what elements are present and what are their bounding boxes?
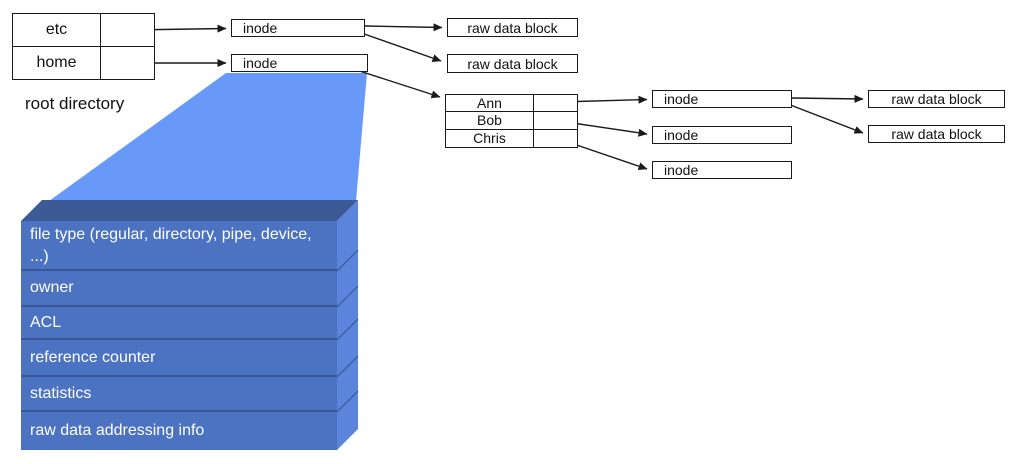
home-entry-name: Bob	[446, 112, 534, 130]
root-entry-pointer-cell	[101, 47, 154, 80]
raw-data-block-2-label: raw data block	[467, 55, 558, 72]
inode-field-statistics: statistics	[21, 377, 337, 412]
inode-field-reference-counter: reference counter	[21, 340, 337, 377]
raw-data-block-3: raw data block	[868, 90, 1005, 108]
home-entry-name: Ann	[446, 95, 534, 113]
root-entry-name: home	[13, 46, 101, 79]
inode-box-home: inode	[231, 54, 368, 72]
inode-detail-box: file type (regular, directory, pipe, dev…	[21, 221, 337, 450]
raw-data-block-2: raw data block	[447, 54, 578, 73]
home-entry-pointer-cell	[534, 130, 577, 147]
raw-data-block-1-label: raw data block	[467, 19, 558, 36]
raw-data-block-3-label: raw data block	[891, 91, 982, 107]
inode-detail-side-face	[337, 200, 358, 450]
inode-box-etc: inode	[231, 19, 365, 37]
inode-field-raw-data-addressing: raw data addressing info	[21, 412, 337, 450]
inode-detail-top-face	[21, 200, 358, 221]
inode-box-bob: inode	[652, 126, 792, 144]
home-entry-name: Chris	[446, 129, 534, 147]
inode-box-chris: inode	[652, 161, 792, 179]
inode-field-owner: owner	[21, 271, 337, 307]
inode-box-bob-label: inode	[664, 127, 699, 143]
raw-data-block-4: raw data block	[868, 125, 1005, 143]
inode-field-acl: ACL	[21, 307, 337, 340]
arrow-inode-etc-to-rawblock-1	[364, 23, 443, 32]
home-entry-chris-label: Chris	[473, 130, 506, 147]
arrow-inode-ann-to-rawblock-1	[791, 94, 864, 103]
root-directory-table: etc home	[12, 13, 155, 80]
raw-data-block-4-label: raw data block	[891, 126, 982, 142]
root-entry-home-label: home	[36, 53, 77, 71]
home-entry-pointer-cell	[534, 112, 577, 130]
root-entry-name: etc	[13, 14, 101, 47]
home-entry-ann-label: Ann	[477, 95, 502, 112]
inode-field-file-type: file type (regular, directory, pipe, dev…	[21, 221, 337, 271]
home-entry-bob-label: Bob	[477, 112, 502, 129]
inode-detail-side-ridges	[336, 249, 359, 413]
home-directory-table: Ann Bob Chris	[445, 94, 578, 148]
root-directory-caption: root directory	[25, 94, 125, 113]
root-entry-etc-label: etc	[45, 20, 68, 38]
inode-box-home-label: inode	[243, 55, 278, 71]
arrow-inode-ann-to-rawblock-2	[779, 100, 864, 134]
arrow-inode-etc-to-rawblock-2	[349, 28, 442, 62]
home-entry-pointer-cell	[534, 95, 577, 113]
inode-box-ann-label: inode	[664, 91, 699, 107]
raw-data-block-1: raw data block	[447, 18, 578, 37]
root-entry-pointer-cell	[101, 14, 154, 47]
inode-box-etc-label: inode	[243, 20, 278, 36]
inode-box-ann: inode	[652, 90, 792, 108]
magnify-funnel-shape	[49, 73, 367, 201]
inode-box-chris-label: inode	[664, 162, 699, 178]
